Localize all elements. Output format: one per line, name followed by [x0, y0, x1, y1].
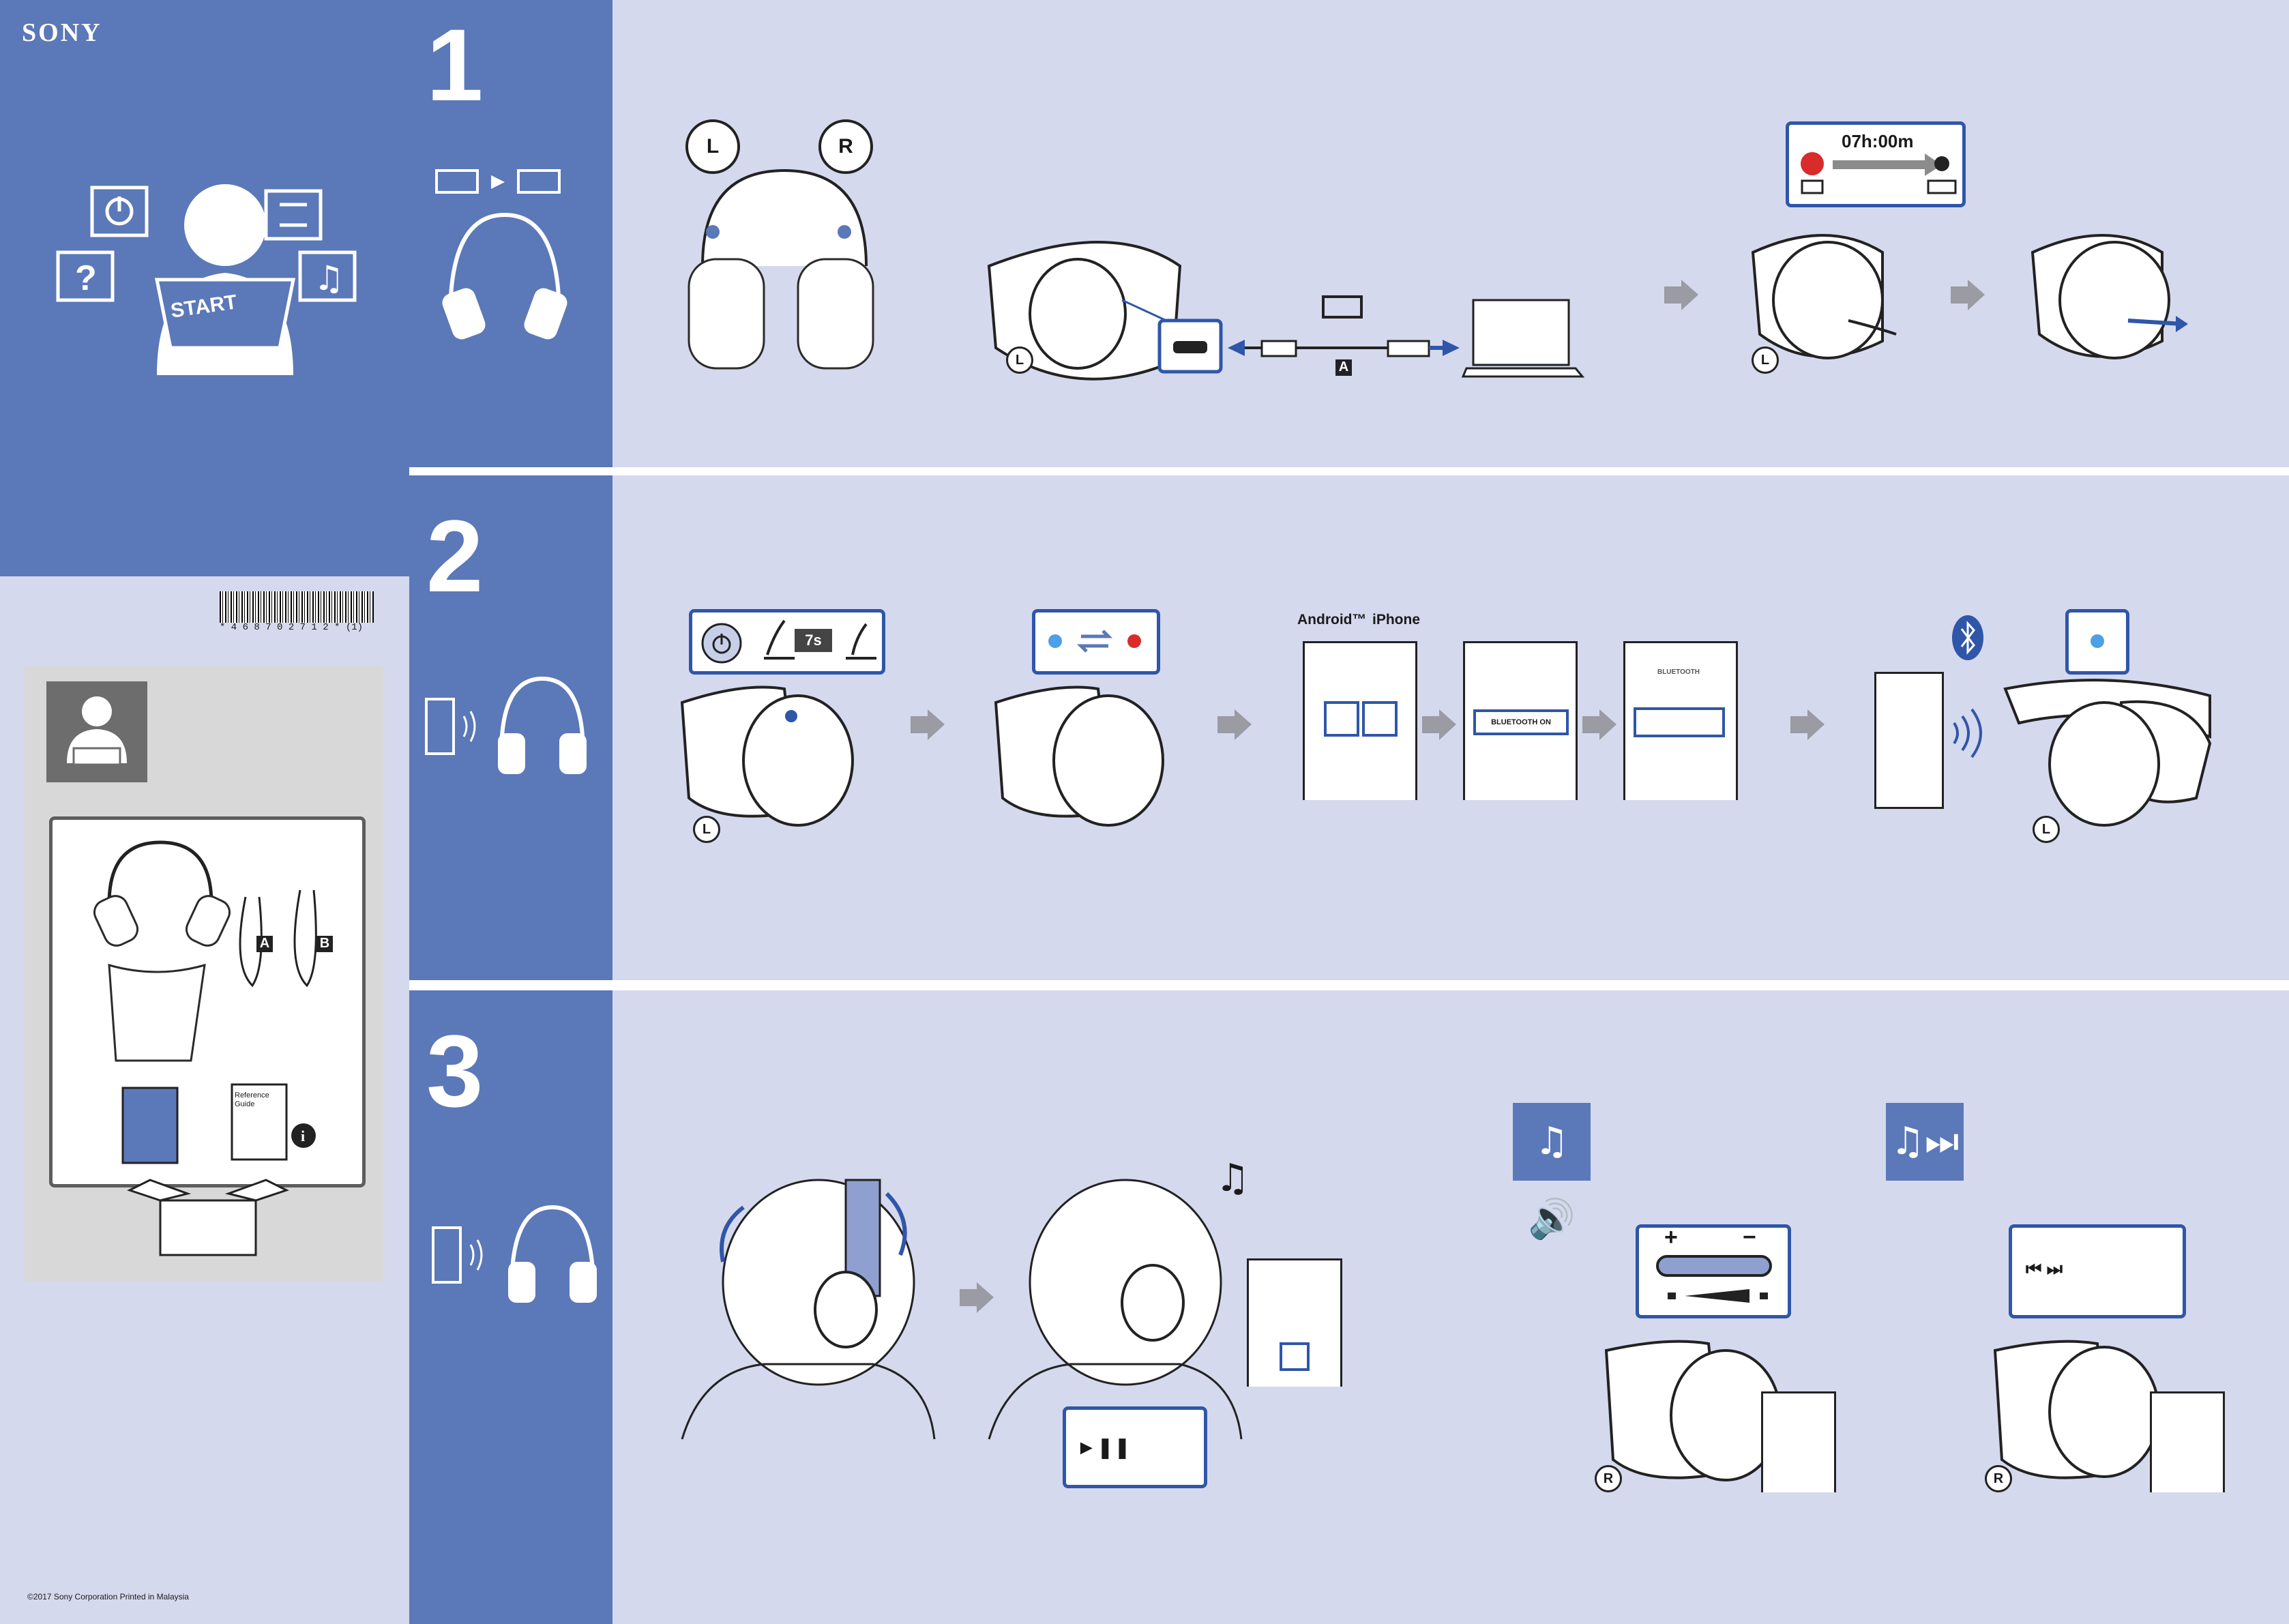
bluetooth-device-entry[interactable]: [1634, 707, 1725, 737]
power-button-icon: [701, 623, 742, 664]
volume-level-icon: [1668, 1289, 1768, 1303]
step2-arrow-e: [1790, 709, 1825, 740]
step2-earcup-power: [680, 685, 854, 827]
step-3-play-icon: [432, 1205, 597, 1303]
music-notes-icon: ♫: [1215, 1156, 1250, 1200]
start-illustration: ? ♫: [56, 184, 357, 375]
step1-headphones-front: [688, 168, 874, 370]
step-divider-2: [409, 980, 2289, 990]
led-blink-indicator: [1048, 630, 1141, 653]
step2-arrow-a: [911, 709, 945, 740]
step1-earcup-unplugged: [2030, 234, 2188, 359]
accessories-drawing: i: [93, 840, 317, 1164]
step2-left-marker: L: [693, 816, 720, 843]
step-2-pair-icon: [425, 676, 587, 774]
volume-slider[interactable]: [1656, 1255, 1772, 1277]
copyright: ©2017 Sony Corporation Printed in Malays…: [27, 1592, 189, 1601]
step-1-panel: [409, 0, 612, 467]
wireless-waves: [1953, 708, 1982, 758]
svg-text:♫: ♫: [314, 259, 344, 298]
step2-hold-time: 7s: [795, 629, 832, 652]
step3-head-fit: [681, 1179, 936, 1440]
music-phone: [1247, 1258, 1342, 1387]
reference-guide-label: Reference Guide: [235, 1091, 269, 1108]
step1-earcup-charging: [1751, 234, 1897, 359]
play-button[interactable]: [1280, 1342, 1310, 1371]
volume-mode-icon: ♫🔊: [1513, 1103, 1591, 1241]
step-number-1: 1: [426, 8, 484, 122]
cable-a-marker: A: [256, 936, 273, 952]
step-1-charge-icon: [435, 169, 567, 340]
play-pause-callout: [1063, 1406, 1207, 1488]
cable-b-marker: B: [316, 936, 333, 952]
step2-arrow-b: [1217, 709, 1252, 740]
open-box: [127, 1179, 289, 1256]
step-number-3: 3: [426, 1014, 484, 1128]
step1-charging-indicator: [1801, 152, 1957, 194]
bluetooth-on-toggle[interactable]: BLUETOOTH ON: [1473, 709, 1569, 735]
step3-earcup-track: [1993, 1340, 2160, 1479]
step1-charge-time: 07h:00m: [1842, 131, 1914, 151]
svg-text:i: i: [301, 1127, 305, 1145]
step2-earcup-led: [994, 685, 1164, 827]
step-divider-1: [409, 467, 2289, 475]
svg-text:?: ?: [75, 259, 97, 298]
step1-arrow-a: [1664, 280, 1698, 310]
step1-cable-marker: A: [1335, 359, 1352, 376]
step2-arrow-c: [1422, 709, 1456, 740]
play-pause-icon: ►❚❚: [1076, 1436, 1131, 1459]
phone-screen-settings[interactable]: [1303, 641, 1417, 800]
step1-arrow-b: [1951, 280, 1985, 310]
step3-earcup-volume: [1604, 1340, 1782, 1481]
step3-right-marker-b: R: [1985, 1465, 2012, 1492]
settings-icon[interactable]: [1362, 701, 1398, 737]
reader-icon: [46, 681, 147, 782]
step-3-panel: [409, 990, 612, 1624]
iphone-label: iPhone: [1372, 612, 1421, 628]
step1-charge-left-marker: L: [1752, 346, 1779, 374]
step-number-2: 2: [426, 499, 484, 613]
volume-phone: [1761, 1391, 1836, 1492]
bluetooth-screen-title: BLUETOOTH: [1657, 668, 1700, 676]
step3-arrow-a: [960, 1282, 994, 1313]
volume-minus-label: −: [1743, 1224, 1756, 1250]
track-phone: [2150, 1391, 2225, 1492]
barcode-number: * 4 6 8 7 0 2 7 1 2 * (1): [220, 622, 364, 633]
connected-phone: [1874, 672, 1944, 809]
step1-right-marker: R: [818, 119, 873, 174]
press-hand-icons: [764, 619, 876, 660]
sony-logo: SONY: [22, 18, 102, 47]
step1-left-marker: L: [685, 119, 740, 174]
track-skip-mode-icon: ♫⏭: [1886, 1103, 1964, 1181]
volume-plus-label: +: [1664, 1224, 1678, 1250]
track-control-callout: [2009, 1224, 2186, 1318]
step2-headphones-connected: [2003, 679, 2212, 827]
step-2-panel: [409, 475, 612, 980]
step2-connected-left-marker: L: [2033, 816, 2060, 843]
prev-next-icons: ⏮ ⏭: [2026, 1258, 2063, 1279]
step1-side-left-marker: L: [1006, 346, 1033, 374]
connected-led: [2091, 634, 2104, 648]
step3-head-play: [988, 1179, 1243, 1440]
android-label: Android™: [1297, 612, 1367, 628]
bluetooth-icon: [1952, 615, 1983, 660]
step1-usb-charge-diagram: [987, 241, 1585, 381]
step3-right-marker-a: R: [1595, 1465, 1622, 1492]
step2-arrow-d: [1582, 709, 1616, 740]
barcode: [220, 591, 374, 623]
